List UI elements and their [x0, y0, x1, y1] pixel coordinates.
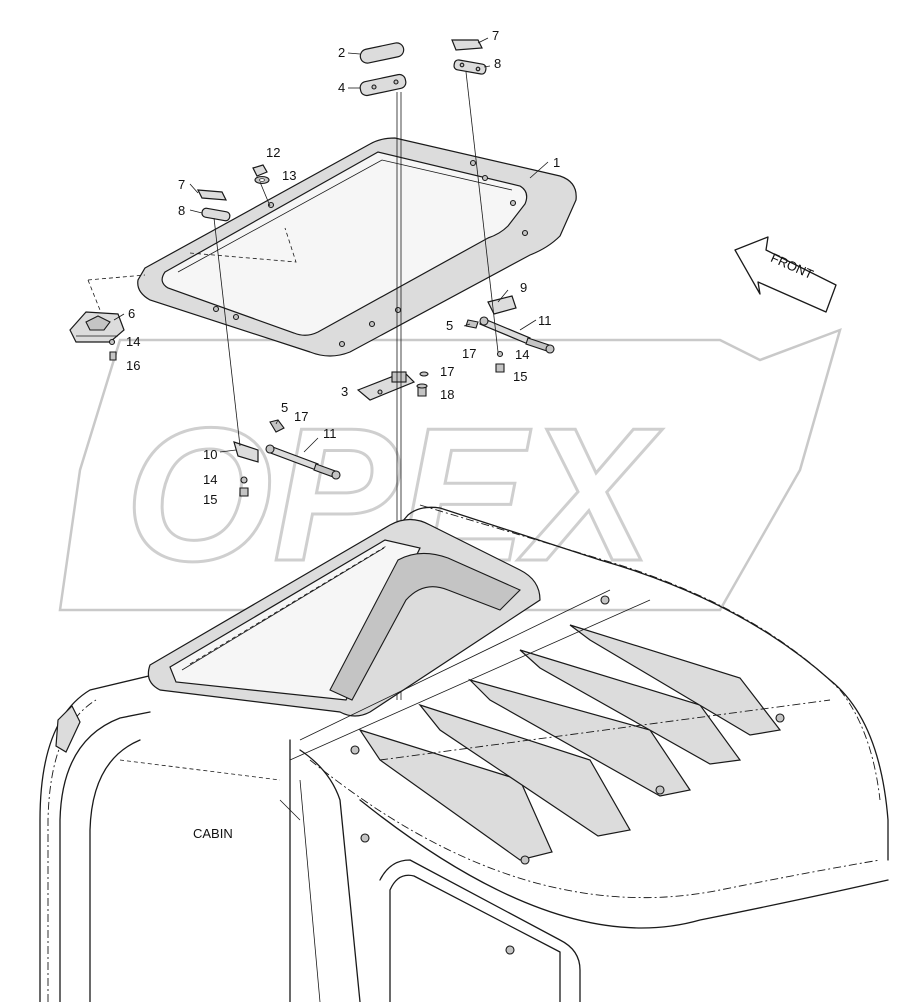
callout-2: 2 [338, 45, 345, 60]
part-5-pin-right [465, 319, 479, 329]
front-arrow: FRONT [734, 236, 837, 313]
part-10-bracket [233, 441, 259, 463]
callout-leaders [113, 37, 549, 453]
part-17-washer-mid [419, 371, 429, 377]
callout-6: 6 [128, 306, 135, 321]
callout-14: 14 [126, 334, 140, 349]
callout-3: 3 [341, 384, 348, 399]
part-3-hinge [356, 371, 416, 401]
callout-14: 14 [203, 472, 217, 487]
front-label: FRONT [769, 250, 816, 282]
callout-8: 8 [178, 203, 185, 218]
callout-15: 15 [513, 369, 527, 384]
part-4-plate [359, 73, 407, 97]
part-8-plate-left [201, 207, 231, 222]
right-strut-screws [495, 350, 505, 373]
callout-17: 17 [440, 364, 454, 379]
callout-5: 5 [446, 318, 453, 333]
callout-17: 17 [294, 409, 308, 424]
roof-hatch-glass-panel [87, 137, 577, 357]
callout-14: 14 [515, 347, 529, 362]
part-11-gas-strut-left [265, 444, 341, 480]
cabin-roof [39, 504, 889, 1002]
cabin-label: CABIN [193, 826, 233, 841]
part-5-pin-left [269, 419, 285, 433]
part-7-cap-left [196, 189, 228, 201]
left-strut-screws [239, 476, 249, 497]
callout-15: 15 [203, 492, 217, 507]
part-18-screw [416, 383, 428, 397]
callout-17: 17 [462, 346, 476, 361]
callout-5: 5 [281, 400, 288, 415]
callout-1: 1 [553, 155, 560, 170]
callout-13: 13 [282, 168, 296, 183]
part-8-plate-top [453, 59, 487, 75]
callout-12: 12 [266, 145, 280, 160]
callout-7: 7 [492, 28, 499, 43]
part-7-cap-top [451, 39, 483, 51]
callout-8: 8 [494, 56, 501, 71]
callout-7: 7 [178, 177, 185, 192]
callout-11: 11 [538, 313, 552, 328]
callout-11: 11 [323, 426, 337, 441]
part-13-washer [254, 175, 270, 185]
callout-9: 9 [520, 280, 527, 295]
callout-18: 18 [440, 387, 454, 402]
part-6-latch [69, 311, 125, 343]
callout-16: 16 [126, 358, 140, 373]
part-9-bracket [487, 295, 517, 315]
latch-screws [108, 338, 117, 361]
callout-labels: 2 4 7 8 1 12 13 7 8 9 6 14 16 5 11 17 14… [126, 28, 560, 507]
part-12-nut [252, 164, 268, 177]
part-11-gas-strut-right [479, 316, 555, 354]
callout-10: 10 [203, 447, 217, 462]
callout-4: 4 [338, 80, 345, 95]
part-2-cap [359, 42, 405, 64]
